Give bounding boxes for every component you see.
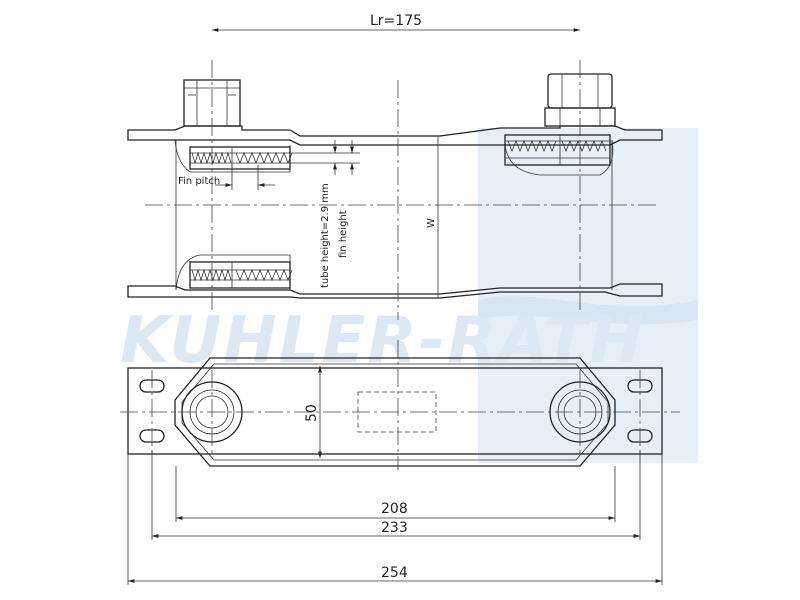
tube-fin-height-annotation: tube height=2.9 mm fin height [290, 140, 360, 288]
dimension-254: 254 [128, 565, 662, 583]
tube-height-label: tube height=2.9 mm [320, 183, 331, 288]
watermark-wave [478, 296, 698, 325]
plan-view: 50 [120, 340, 680, 470]
side-section-view [127, 60, 663, 320]
dimension-lr: Lr=175 [212, 13, 580, 32]
dim-208-label: 208 [381, 501, 408, 517]
watermark-text: KUHLER-RATH [120, 304, 645, 378]
dimension-233: 233 [152, 520, 640, 538]
dim-50-label: 50 [304, 404, 320, 422]
fin-height-label: fin height [338, 210, 349, 258]
fin-pitch-label: Fin pitch [178, 176, 220, 187]
dimension-208: 208 [176, 501, 615, 520]
watermark-block [478, 128, 698, 463]
width-code-label: W [426, 218, 437, 228]
dim-233-label: 233 [381, 520, 408, 536]
dim-254-label: 254 [381, 565, 408, 581]
fin-pitch-annotation: Fin pitch [178, 165, 275, 190]
dim-lr-label: Lr=175 [370, 13, 422, 29]
